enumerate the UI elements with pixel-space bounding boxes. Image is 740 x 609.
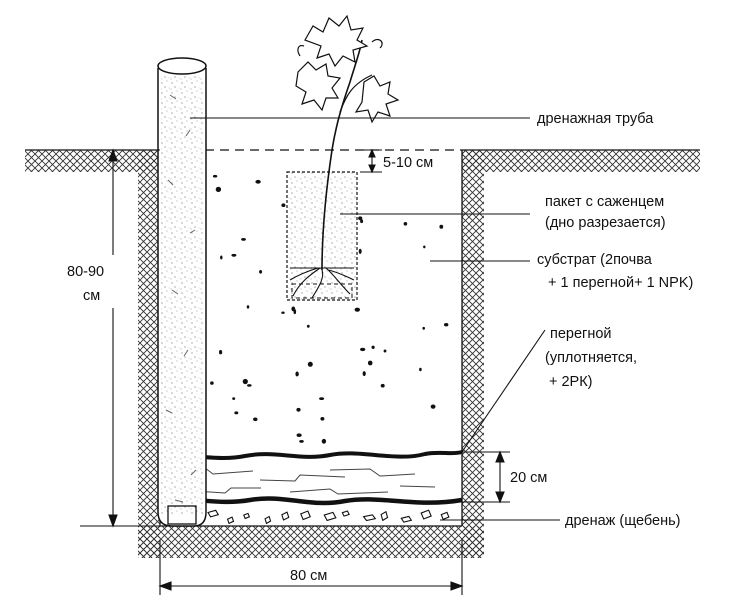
substrate-composition: + 1 перегной+ 1 NPK) [548,275,693,291]
substrate-label: субстрат (2почва [537,252,653,268]
drainage-label: дренаж (щебень) [565,513,680,529]
drain-pipe [157,57,207,527]
layer-thickness-dimension [462,450,510,504]
humus-note-1: (уплотняется, [545,350,637,366]
width-dimension [158,540,464,595]
width-label: 80 см [290,568,327,584]
humus-note-2: + 2РК) [549,374,593,390]
drain-pipe-label: дренажная труба [537,111,654,127]
top-gap-label: 5-10 см [383,155,433,171]
depth-label: 80-90 [67,264,104,280]
top-gap-dimension [360,148,382,174]
humus-label: перегной [550,326,612,342]
ground-soil [25,149,700,558]
seedling-bag-note: (дно разрезается) [545,215,666,231]
leader-lines [190,117,560,521]
grapevine-seedling [295,14,400,271]
seedling-bag [286,171,358,301]
seedling-bag-label: пакет с саженцем [545,194,664,210]
drainage-gravel [207,509,450,525]
substrate-particles [210,174,449,444]
depth-dimension [80,148,160,528]
depth-unit-label: см [83,288,100,304]
layer-thickness-label: 20 см [510,470,547,486]
